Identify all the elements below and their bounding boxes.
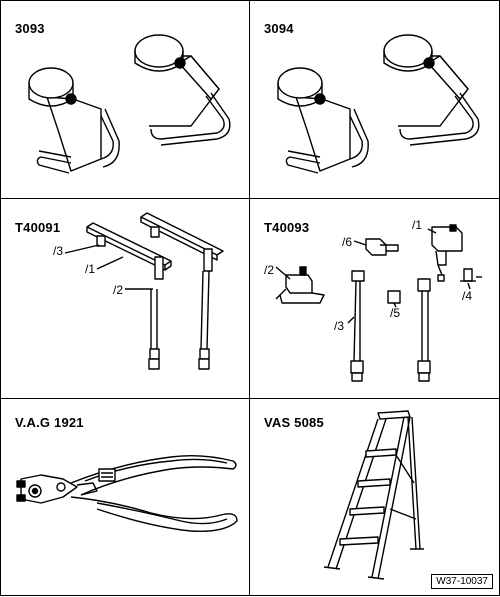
tool-code: T40093 [264,220,310,235]
cell-T40091: T40091 /3 /1 /2 [0,198,250,399]
part-label-3: /3 [334,319,345,333]
part-label-6: /6 [342,235,353,249]
tool-code: VAS 5085 [264,415,324,430]
pliers-VAG1921-illustration [1,399,251,597]
part-label-1: /1 [85,262,96,276]
cell-VAS5085: VAS 5085 W37-10037 [249,398,500,596]
ladder-VAS5085-illustration [250,399,500,597]
part-label-4: /4 [462,289,473,303]
tool-code: T40091 [15,220,61,235]
drawing-reference-number: W37-10037 [431,574,493,589]
cell-3094: 3094 [249,0,500,199]
adapter-set-T40093-illustration [250,199,500,400]
part-label-2: /2 [113,283,124,297]
holder-3094-illustration [250,1,500,200]
part-label-5: /5 [390,306,401,320]
bar-set-T40091-illustration [1,199,251,400]
cell-VAG1921: V.A.G 1921 [0,398,250,596]
tool-code: 3093 [15,21,45,36]
part-label-3: /3 [53,244,64,258]
cell-3093: 3093 [0,0,250,199]
tool-code: 3094 [264,21,294,36]
holder-3093-illustration [1,1,251,200]
tool-code: V.A.G 1921 [15,415,84,430]
cell-T40093: T40093 /6 /1 /2 /4 /3 /5 [249,198,500,399]
part-label-1: /1 [412,218,423,232]
part-label-2: /2 [264,263,275,277]
